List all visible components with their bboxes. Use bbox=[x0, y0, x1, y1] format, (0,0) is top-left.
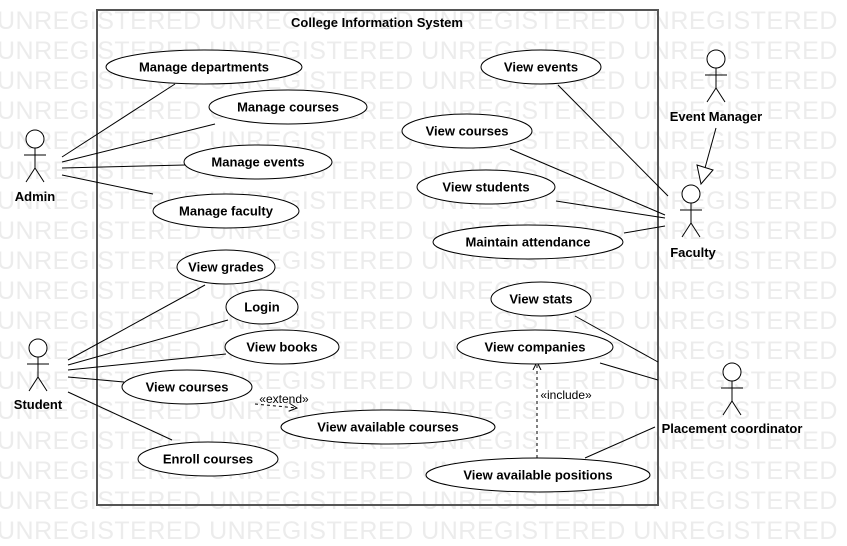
svg-text:Manage courses: Manage courses bbox=[237, 100, 339, 115]
use-case-maintain-attendance[interactable]: Maintain attendance bbox=[432, 224, 624, 260]
stick-figure-icon bbox=[680, 184, 702, 238]
actor-event-manager[interactable]: Event Manager bbox=[670, 49, 762, 124]
svg-text:Manage faculty: Manage faculty bbox=[179, 204, 274, 219]
actor-label: Faculty bbox=[670, 245, 716, 260]
use-case-manage-faculty[interactable]: Manage faculty bbox=[152, 193, 300, 229]
use-case-enroll-courses[interactable]: Enroll courses bbox=[137, 441, 279, 477]
actor-label: Event Manager bbox=[670, 109, 762, 124]
generalization-arrowhead bbox=[696, 164, 714, 186]
actor-label: Placement coordinator bbox=[662, 421, 803, 436]
svg-text:View available courses: View available courses bbox=[317, 420, 458, 435]
system-boundary bbox=[96, 9, 659, 506]
svg-text:Enroll courses: Enroll courses bbox=[163, 452, 253, 467]
actor-label: Student bbox=[14, 397, 63, 412]
svg-text:Manage departments: Manage departments bbox=[139, 60, 269, 75]
stick-figure-icon bbox=[721, 362, 743, 416]
extend-dependency bbox=[254, 404, 297, 408]
stick-figure-icon bbox=[705, 49, 727, 103]
svg-text:Login: Login bbox=[244, 300, 279, 315]
use-case-manage-events[interactable]: Manage events bbox=[183, 144, 333, 180]
svg-text:View available positions: View available positions bbox=[463, 468, 612, 483]
use-case-view-books[interactable]: View books bbox=[224, 329, 340, 365]
use-case-view-available-courses[interactable]: View available courses bbox=[280, 409, 496, 445]
actor-student[interactable]: Student bbox=[14, 338, 63, 412]
actor-placement-coordinator[interactable]: Placement coordinator bbox=[662, 362, 803, 436]
use-case-login[interactable]: Login bbox=[225, 289, 299, 325]
svg-text:View grades: View grades bbox=[188, 260, 264, 275]
actor-label: Admin bbox=[15, 189, 56, 204]
use-case-view-courses-faculty[interactable]: View courses bbox=[401, 113, 533, 149]
svg-text:View stats: View stats bbox=[509, 292, 572, 307]
svg-text:View courses: View courses bbox=[146, 380, 229, 395]
use-case-manage-courses[interactable]: Manage courses bbox=[208, 89, 368, 125]
extend-label: «extend» bbox=[259, 392, 309, 406]
svg-text:Manage events: Manage events bbox=[211, 155, 304, 170]
actor-admin[interactable]: Admin bbox=[15, 129, 56, 204]
use-case-view-stats[interactable]: View stats bbox=[490, 281, 592, 317]
stick-figure-icon bbox=[27, 338, 49, 392]
stick-figure-icon bbox=[24, 129, 46, 183]
association-lines bbox=[61, 83, 669, 459]
svg-text:View courses: View courses bbox=[426, 124, 509, 139]
svg-text:View companies: View companies bbox=[485, 340, 586, 355]
svg-text:View events: View events bbox=[504, 60, 578, 75]
svg-text:View students: View students bbox=[442, 180, 529, 195]
use-case-view-available-positions[interactable]: View available positions bbox=[425, 457, 651, 493]
use-case-view-grades[interactable]: View grades bbox=[176, 249, 276, 285]
use-case-view-events[interactable]: View events bbox=[480, 49, 602, 85]
system-title: College Information System bbox=[291, 15, 463, 30]
svg-text:Maintain attendance: Maintain attendance bbox=[466, 235, 591, 250]
use-case-view-companies[interactable]: View companies bbox=[456, 329, 614, 365]
generalization-line bbox=[704, 127, 717, 169]
include-label: «include» bbox=[540, 388, 592, 402]
svg-text:View books: View books bbox=[246, 340, 317, 355]
use-case-view-courses-student[interactable]: View courses bbox=[121, 369, 253, 405]
actor-faculty[interactable]: Faculty bbox=[670, 184, 717, 260]
use-case-view-students[interactable]: View students bbox=[416, 169, 556, 205]
use-case-manage-departments[interactable]: Manage departments bbox=[105, 49, 303, 85]
